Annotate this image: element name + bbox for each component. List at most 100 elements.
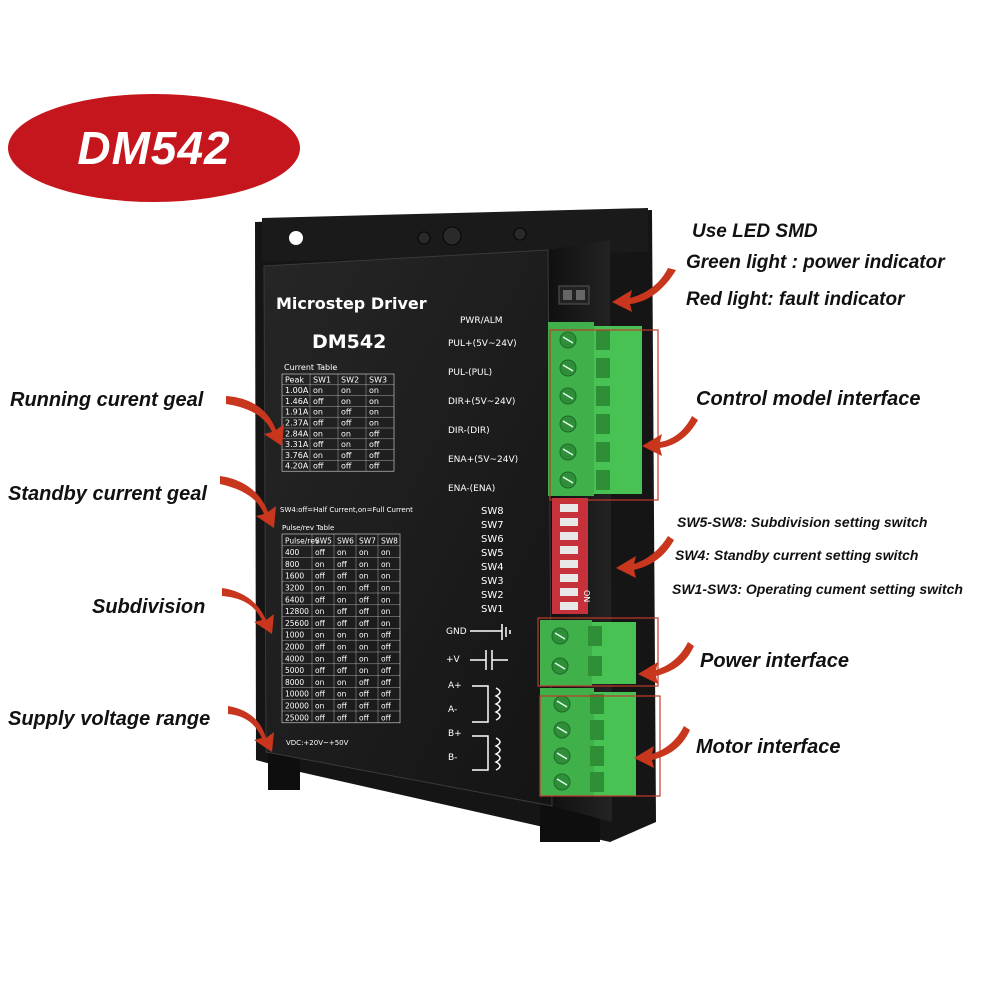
table-cell: off bbox=[341, 408, 352, 417]
table-cell: 2000 bbox=[285, 643, 304, 652]
switch-label: SW4 bbox=[481, 562, 504, 573]
coil-b-symbol-icon bbox=[472, 735, 501, 771]
switch-label: SW3 bbox=[481, 576, 504, 587]
table-cell: off bbox=[381, 702, 392, 711]
table-header-cell: SW1 bbox=[313, 375, 331, 384]
screw-slot-icon bbox=[562, 392, 574, 400]
arrow-icon bbox=[616, 536, 674, 578]
motor-terminal-socket bbox=[590, 746, 604, 766]
table-cell: 10000 bbox=[285, 690, 309, 699]
callout-power-interface: Power interface bbox=[700, 650, 849, 672]
screw-slot-icon bbox=[554, 632, 566, 640]
power-pin-label: GND bbox=[446, 627, 467, 637]
control-terminal-socket bbox=[596, 414, 610, 434]
table-cell: on bbox=[381, 607, 391, 616]
table-cell: off bbox=[315, 643, 326, 652]
table-cell: on bbox=[359, 560, 369, 569]
table-cell: on bbox=[381, 619, 391, 628]
table-cell: 25600 bbox=[285, 619, 309, 628]
table-cell: on bbox=[337, 690, 347, 699]
table-cell: off bbox=[359, 690, 370, 699]
table-cell: off bbox=[359, 702, 370, 711]
table-header-cell: Pulse/rev bbox=[285, 536, 320, 545]
table-cell: off bbox=[341, 419, 352, 428]
control-pin-label: PUL+(5V~24V) bbox=[448, 339, 517, 349]
table-cell: off bbox=[381, 713, 392, 722]
table-cell: off bbox=[381, 678, 392, 687]
screw-icon bbox=[417, 231, 431, 245]
motor-terminal-socket bbox=[590, 694, 604, 714]
table-cell: off bbox=[313, 440, 324, 449]
callout-led-line1: Use LED SMD bbox=[692, 221, 818, 242]
table-cell: on bbox=[341, 386, 351, 395]
control-terminal-socket bbox=[596, 330, 610, 350]
motor-pin-label: B- bbox=[448, 753, 457, 763]
control-terminal bbox=[548, 322, 642, 496]
front-face bbox=[263, 249, 553, 807]
table-cell: on bbox=[369, 419, 379, 428]
control-terminal-socket bbox=[596, 470, 610, 490]
arrow-icon bbox=[222, 588, 274, 634]
table-cell: on bbox=[381, 572, 391, 581]
table-cell: 20000 bbox=[285, 702, 309, 711]
table-cell: 2.84A bbox=[285, 429, 309, 438]
power-terminal bbox=[540, 620, 636, 686]
table-cell: on bbox=[337, 595, 347, 604]
power-highlight-frame bbox=[537, 617, 659, 687]
switch-label: SW2 bbox=[481, 590, 504, 601]
table-cell: off bbox=[359, 713, 370, 722]
table-header-cell: SW8 bbox=[381, 536, 398, 545]
callout-sw5-8: SW5-SW8: Subdivision setting switch bbox=[677, 514, 928, 530]
table-cell: on bbox=[313, 429, 323, 438]
table-cell: off bbox=[315, 619, 326, 628]
callout-subdivision: Subdivision bbox=[92, 596, 206, 618]
screw-slot-icon bbox=[554, 662, 566, 670]
sw4-note: SW4:off=Half Current,on=Full Current bbox=[280, 506, 413, 514]
table-cell: 1600 bbox=[285, 572, 304, 581]
table-cell: on bbox=[341, 397, 351, 406]
arrow-icon bbox=[642, 416, 698, 456]
table-header-cell: SW3 bbox=[369, 375, 387, 384]
table-cell: on bbox=[337, 548, 347, 557]
table-cell: off bbox=[337, 713, 348, 722]
table-cell: on bbox=[315, 631, 325, 640]
callout-led-line2: Green light : power indicator bbox=[686, 252, 945, 273]
motor-pin-label: A+ bbox=[448, 681, 462, 691]
table-cell: on bbox=[313, 386, 323, 395]
power-terminal-socket bbox=[588, 626, 602, 646]
device-model: DM542 bbox=[312, 331, 386, 353]
table-cell: off bbox=[381, 643, 392, 652]
table-cell: on bbox=[381, 595, 391, 604]
screw-slot-icon bbox=[556, 726, 568, 734]
table-cell: 3.31A bbox=[285, 440, 309, 449]
screw-slot-icon bbox=[556, 752, 568, 760]
arrow-icon bbox=[634, 726, 690, 768]
table-cell: on bbox=[359, 631, 369, 640]
screw-slot-icon bbox=[562, 476, 574, 484]
control-pin-label: ENA-(ENA) bbox=[448, 484, 495, 494]
table-cell: 1.46A bbox=[285, 397, 309, 406]
table-cell: off bbox=[313, 462, 324, 471]
table-cell: on bbox=[315, 560, 325, 569]
table-cell: 3.76A bbox=[285, 451, 309, 460]
table-cell: off bbox=[381, 631, 392, 640]
table-cell: off bbox=[359, 595, 370, 604]
table-cell: off bbox=[359, 607, 370, 616]
callout-running-current: Running curent geal bbox=[10, 389, 204, 411]
table-cell: 1.00A bbox=[285, 386, 309, 395]
table-header-cell: SW6 bbox=[337, 536, 354, 545]
coil-a-symbol-icon bbox=[472, 685, 501, 723]
screw-slot-icon bbox=[562, 448, 574, 456]
pulse-table-title: Pulse/rev Table bbox=[282, 524, 334, 532]
screw-slot-icon bbox=[556, 778, 568, 786]
arrow-icon bbox=[226, 396, 284, 446]
arrow-icon bbox=[220, 476, 276, 528]
callout-motor-interface: Motor interface bbox=[696, 736, 841, 758]
dip-switch-levers bbox=[560, 504, 578, 610]
callout-arrows bbox=[220, 268, 698, 768]
table-cell: off bbox=[313, 419, 324, 428]
control-terminal-socket bbox=[596, 386, 610, 406]
switch-label: SW8 bbox=[481, 506, 504, 517]
control-pin-label: ENA+(5V~24V) bbox=[448, 455, 518, 465]
